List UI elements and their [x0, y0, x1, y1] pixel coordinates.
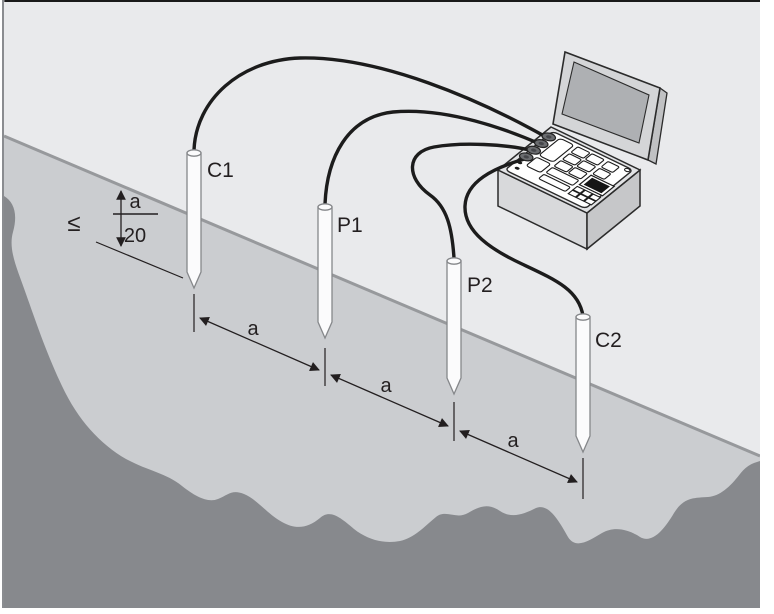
terminal-c2-socket: [517, 151, 535, 162]
key: [554, 161, 573, 173]
dimension-line-a2: [330, 374, 449, 427]
dimension-line-a1: [199, 317, 320, 371]
deep-subsoil: [4, 196, 760, 608]
depth-fraction-denominator: 20: [124, 225, 146, 247]
key: [577, 161, 596, 173]
electrode-rod: [317, 206, 333, 340]
instrument-earth-tester: [496, 50, 668, 251]
keypad-key: [573, 186, 584, 193]
keypad-key: [576, 194, 587, 201]
frame-left-rule: [2, 0, 5, 608]
electrode-label-c2: C2: [595, 329, 622, 352]
depth-annotation: ≤ a 20: [67, 190, 184, 279]
electrode-p1: [317, 203, 333, 340]
cable-c2: [463, 156, 585, 318]
dimension-label-a3: a: [507, 430, 519, 452]
cable-c1: [192, 56, 548, 152]
cable-p1: [323, 109, 542, 206]
electrode-c2: [575, 313, 591, 454]
indicator-dot: [514, 166, 520, 170]
depth-fraction-numerator: a: [129, 191, 141, 213]
depth-reference-line: [95, 241, 184, 279]
electrode-rod: [186, 152, 202, 290]
electrode-p2: [446, 257, 462, 396]
electrode-label-c1: C1: [207, 159, 234, 182]
electrode-label-p2: P2: [467, 274, 493, 297]
keypad-key: [581, 190, 592, 197]
panel-keys: [520, 138, 631, 205]
electrode-cap: [186, 149, 202, 157]
extension-lines: [193, 294, 584, 499]
terminal-p2-socket: [525, 145, 543, 156]
electrode-c1: [186, 149, 202, 290]
surface-edge-line: [4, 134, 760, 458]
cable-p2: [410, 142, 536, 260]
terminal-c1-socket: [540, 131, 558, 142]
key: [601, 161, 619, 172]
key-large: [539, 138, 574, 162]
display-screen: [583, 177, 610, 194]
electrode-rod: [446, 260, 462, 396]
key: [571, 147, 590, 159]
keypad-key: [568, 190, 579, 197]
keypad-key: [589, 194, 600, 201]
keypad-key: [584, 198, 595, 205]
panel-screw: [624, 168, 631, 172]
key: [585, 154, 604, 166]
terminal-p1-socket: [532, 138, 550, 149]
electrode-label-p1: P1: [337, 214, 363, 237]
dimension-line-a3: [459, 430, 578, 483]
key: [568, 167, 587, 179]
frame-top-rule: [2, 0, 760, 3]
electrode-cap: [317, 203, 333, 211]
key-wide: [539, 174, 571, 191]
key: [593, 168, 611, 179]
electrode-rod: [575, 316, 591, 454]
spacing-dimensions: a a a: [199, 317, 578, 483]
key: [562, 154, 581, 166]
key-wide: [546, 167, 579, 185]
electrodes: [186, 149, 591, 454]
terminal-block: [516, 131, 560, 162]
depth-operator: ≤: [67, 210, 80, 237]
lid-inner-panel: [561, 61, 650, 144]
measurement-cables: [192, 56, 585, 318]
electrode-cap: [575, 313, 591, 321]
scene: ≤ a 20 a a a: [4, 2, 760, 608]
key-small-left: [526, 157, 551, 172]
electrode-cap: [446, 257, 462, 265]
dimension-label-a1: a: [247, 318, 259, 340]
dimension-label-a2: a: [380, 375, 392, 397]
